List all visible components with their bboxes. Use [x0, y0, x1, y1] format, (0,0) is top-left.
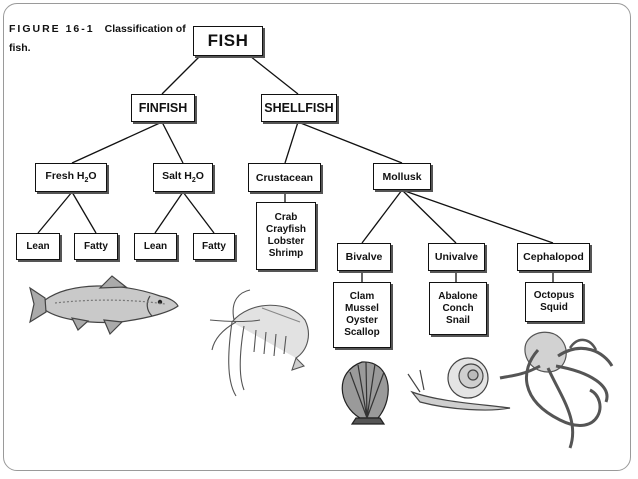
fish-illustration — [29, 275, 179, 336]
node-bivalve: Bivalve — [337, 243, 391, 271]
node-cephalopod: Cephalopod — [517, 243, 590, 271]
edge-fresh-fatty — [71, 191, 97, 234]
node-finfish: FINFISH — [131, 94, 195, 122]
edge-salt-lean — [154, 191, 184, 234]
crustacean-item: Crab — [274, 212, 298, 223]
edge-shellfish-mollusk — [297, 121, 403, 164]
bivalve-item: Clam — [349, 291, 375, 302]
crustacean-item: Lobster — [267, 236, 305, 247]
edge-finfish-salt — [161, 121, 184, 164]
edge-shellfish-crustacean — [284, 121, 299, 164]
figure-label: FIGURE 16-1 — [9, 23, 95, 35]
node-shellfish: SHELLFISH — [261, 94, 337, 122]
octopus-illustration — [499, 331, 614, 449]
edge-mollusk-univalve — [401, 189, 457, 244]
univalve-item: Conch — [442, 302, 474, 314]
node-salt-fatty: Fatty — [193, 233, 235, 260]
bivalve-item: Scallop — [344, 327, 380, 338]
node-fresh-lean: Lean — [16, 233, 60, 260]
cephalopod-item: Squid — [540, 302, 568, 313]
node-univalve: Univalve — [428, 243, 485, 271]
slide-frame — [3, 3, 631, 471]
bivalve-item: Oyster — [346, 315, 378, 326]
node-salt-lean: Lean — [134, 233, 177, 260]
edge-fresh-lean — [37, 191, 73, 234]
cephalopod-item: Octopus — [533, 290, 575, 301]
salt-water-label: Salt H2O — [162, 170, 204, 185]
node-fresh-water: Fresh H2O — [35, 163, 107, 192]
snail-illustration — [407, 357, 511, 411]
node-fish: FISH — [193, 26, 263, 56]
edge-mollusk-cephalopod — [401, 189, 554, 244]
edge-mollusk-bivalve — [361, 189, 403, 244]
shrimp-illustration — [209, 289, 309, 397]
univalve-item: Abalone — [438, 290, 478, 302]
crustacean-item: Crayfish — [265, 224, 306, 235]
node-cephalopod-items: Octopus Squid — [525, 282, 583, 322]
fresh-water-label: Fresh H2O — [45, 170, 97, 185]
node-univalve-items: Abalone Conch Snail — [429, 282, 487, 335]
figure-caption-text: Classification of fish. — [9, 23, 186, 54]
bivalve-item: Mussel — [345, 303, 379, 314]
edge-finfish-fresh — [71, 121, 163, 164]
node-bivalve-items: Clam Mussel Oyster Scallop — [333, 282, 391, 348]
edge-fish-finfish — [161, 55, 201, 95]
node-crustacean: Crustacean — [248, 163, 321, 192]
crustacean-item: Shrimp — [268, 248, 304, 259]
node-fresh-fatty: Fatty — [74, 233, 118, 260]
univalve-item: Snail — [446, 314, 470, 326]
edge-fish-shellfish — [249, 55, 299, 95]
node-crustacean-items: Crab Crayfish Lobster Shrimp — [256, 202, 316, 270]
node-salt-water: Salt H2O — [153, 163, 213, 192]
node-mollusk: Mollusk — [373, 163, 431, 190]
edge-salt-fatty — [182, 191, 215, 234]
scallop-illustration — [341, 361, 389, 425]
